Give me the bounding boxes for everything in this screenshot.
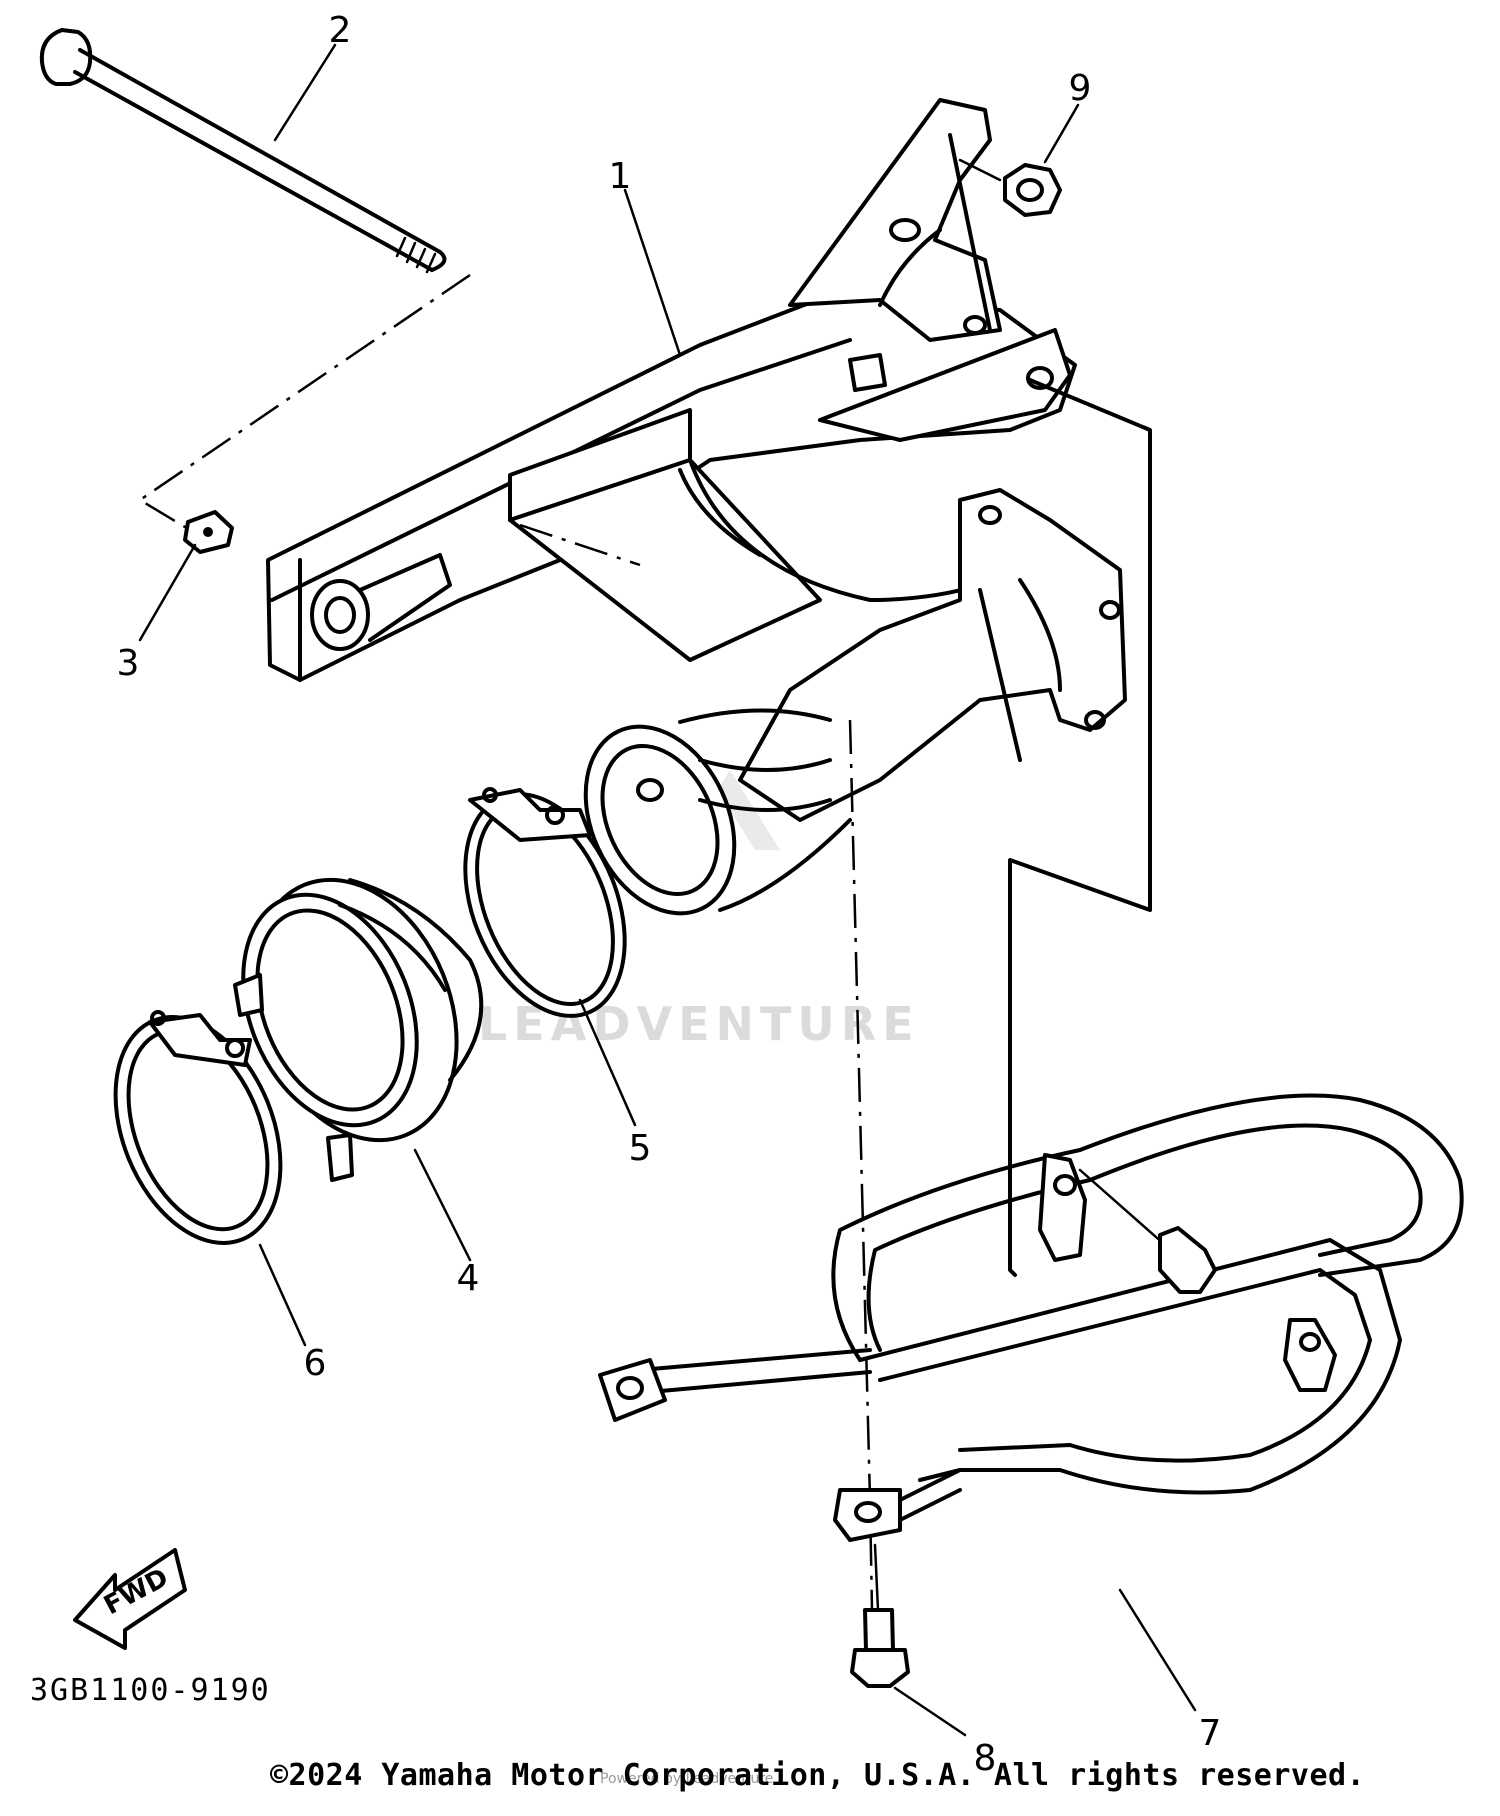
label-part-4: 4 — [457, 1258, 480, 1299]
label-part-3: 3 — [117, 643, 140, 684]
step-bracket-line — [1008, 378, 1152, 1277]
part-7-guard — [598, 1093, 1464, 1542]
part-8-bolt — [850, 1543, 910, 1688]
part-number-labels: 1 2 3 4 5 6 7 8 9 — [117, 10, 1222, 1779]
leader-lines — [138, 43, 1197, 1737]
powered-by-text: Powered by Leadventure — [600, 1771, 773, 1787]
part-2-pivot-shaft — [39, 28, 447, 274]
guard-bolt-right — [1078, 1168, 1217, 1294]
label-part-9: 9 — [1069, 68, 1092, 109]
assembly-line-housing — [848, 719, 874, 1611]
fwd-direction-arrow: FWD — [73, 1548, 187, 1650]
assembly-line-bolt — [137, 273, 471, 532]
label-part-1: 1 — [609, 156, 632, 197]
label-part-6: 6 — [304, 1343, 327, 1384]
label-part-8: 8 — [974, 1738, 997, 1779]
boot-assembly — [583, 708, 852, 916]
part-4-sleeve — [233, 877, 484, 1182]
drawing-code: 3GB1100-9190 — [30, 1673, 271, 1708]
part-6-clamp — [113, 1010, 283, 1245]
label-part-7: 7 — [1199, 1713, 1222, 1754]
copyright-notice: ©2024 Yamaha Motor Corporation, U.S.A. A… — [270, 1758, 1366, 1793]
part-9-nut — [958, 158, 1062, 217]
part-5-clamp — [463, 787, 627, 1018]
part-1-swingarm — [266, 98, 1077, 682]
axle-housing — [738, 488, 1127, 822]
label-part-5: 5 — [629, 1128, 652, 1169]
label-part-2: 2 — [329, 10, 352, 51]
part-3-clip — [183, 510, 234, 554]
